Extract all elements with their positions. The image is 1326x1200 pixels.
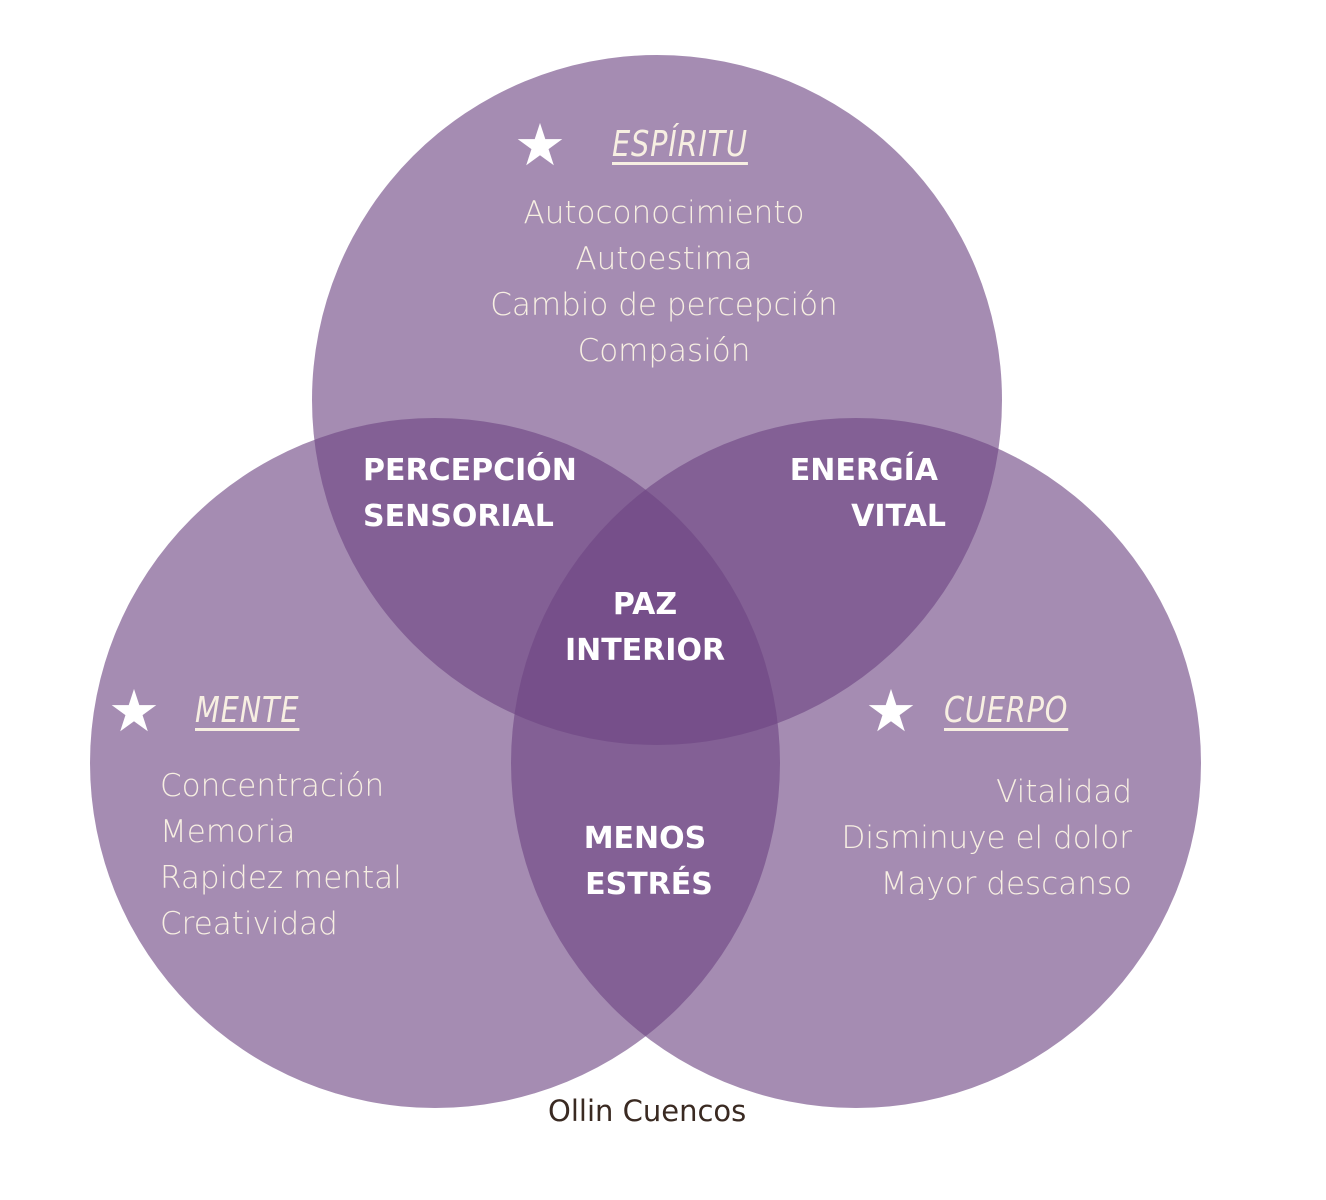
list-item: Mayor descanso <box>880 866 1132 902</box>
star-icon: ★ <box>108 677 160 745</box>
list-item: Concentración <box>160 768 385 804</box>
list-item: Compasión <box>577 333 751 369</box>
star-icon: ★ <box>865 677 917 745</box>
mente-title: MENTE <box>195 690 300 731</box>
overlap-label-line: PERCEPCIÓN <box>363 453 577 488</box>
list-item: Cambio de percepción <box>490 287 838 323</box>
overlap-label-line: MENOS <box>583 821 707 856</box>
list-item: Creatividad <box>160 906 338 942</box>
list-item: Vitalidad <box>996 774 1132 810</box>
list-item: Autoestima <box>575 241 753 277</box>
cuerpo-list: Vitalidad Disminuye el dolor Mayor desca… <box>780 769 1132 907</box>
overlap-label-line: VITAL <box>851 499 946 534</box>
list-item: Disminuye el dolor <box>841 820 1132 856</box>
overlap-label-line: INTERIOR <box>564 633 726 668</box>
list-item: Rapidez mental <box>160 860 402 896</box>
overlap-paz-interior: PAZ INTERIOR <box>545 582 745 674</box>
espiritu-title: ESPÍRITU <box>612 124 748 165</box>
footer-brand: Ollin Cuencos <box>548 1094 747 1128</box>
mente-list: Concentración Memoria Rapidez mental Cre… <box>160 763 402 947</box>
overlap-label-line: SENSORIAL <box>363 499 554 534</box>
espiritu-list: Autoconocimiento Autoestima Cambio de pe… <box>444 190 884 374</box>
list-item: Autoconocimiento <box>523 195 805 231</box>
star-icon: ★ <box>514 111 566 179</box>
overlap-label-line: ENERGÍA <box>789 453 938 488</box>
circle-cuerpo <box>511 418 1201 1108</box>
overlap-menos-estres: MENOS ESTRÉS <box>545 816 745 908</box>
overlap-label-line: ESTRÉS <box>585 867 713 902</box>
overlap-energia-vital: ENERGÍA VITAL <box>746 448 946 540</box>
overlap-label-line: PAZ <box>612 587 678 622</box>
cuerpo-title: CUERPO <box>944 690 1069 731</box>
list-item: Memoria <box>160 814 296 850</box>
overlap-percepcion-sensorial: PERCEPCIÓN SENSORIAL <box>363 448 577 540</box>
